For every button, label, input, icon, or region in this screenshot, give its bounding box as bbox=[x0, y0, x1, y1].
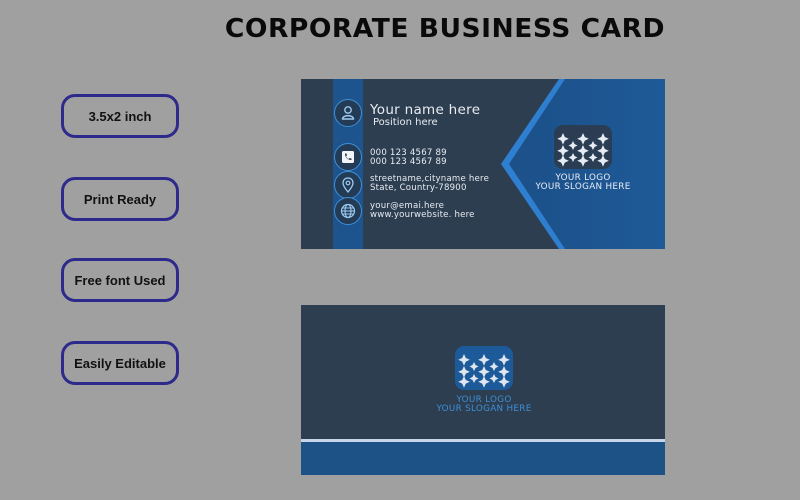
feature-badge-editable: Easily Editable bbox=[61, 341, 179, 385]
logo-icon bbox=[554, 125, 612, 169]
feature-label: Print Ready bbox=[83, 191, 157, 207]
card-name: Your name here bbox=[370, 102, 481, 118]
business-card-back: YOUR LOGO YOUR SLOGAN HERE bbox=[301, 305, 665, 475]
business-card-front: Your name here Position here 000 123 456… bbox=[301, 79, 665, 249]
globe-icon bbox=[334, 197, 362, 225]
address-line-1: streetname,cityname here bbox=[370, 174, 490, 184]
page-title: CORPORATE BUSINESS CARD bbox=[224, 14, 666, 44]
feature-label: Easily Editable bbox=[74, 355, 166, 371]
feature-badge-free-font: Free font Used bbox=[61, 258, 179, 302]
feature-label: Free font Used bbox=[74, 272, 166, 288]
feature-badge-size: 3.5x2 inch bbox=[61, 94, 179, 138]
address-line-2: State, Country-78900 bbox=[370, 183, 467, 193]
logo-name: YOUR LOGO bbox=[456, 395, 512, 405]
location-pin-icon bbox=[334, 171, 362, 199]
user-icon bbox=[334, 99, 362, 127]
feature-badge-print-ready: Print Ready bbox=[61, 177, 179, 221]
logo-name: YOUR LOGO bbox=[555, 173, 611, 183]
email-address: your@emai.here bbox=[370, 201, 445, 211]
feature-label: 3.5x2 inch bbox=[88, 108, 152, 124]
logo-slogan: YOUR SLOGAN HERE bbox=[535, 182, 631, 192]
card-position: Position here bbox=[373, 117, 438, 128]
bottom-blue-bar bbox=[301, 442, 665, 475]
phone-icon bbox=[334, 143, 362, 171]
website-url: www.yourwebsite. here bbox=[370, 210, 475, 220]
phone-number-1: 000 123 4567 89 bbox=[370, 148, 447, 158]
phone-number-2: 000 123 4567 89 bbox=[370, 157, 447, 167]
logo-slogan: YOUR SLOGAN HERE bbox=[436, 404, 532, 414]
logo-icon bbox=[455, 346, 513, 390]
divider-line bbox=[301, 439, 665, 442]
